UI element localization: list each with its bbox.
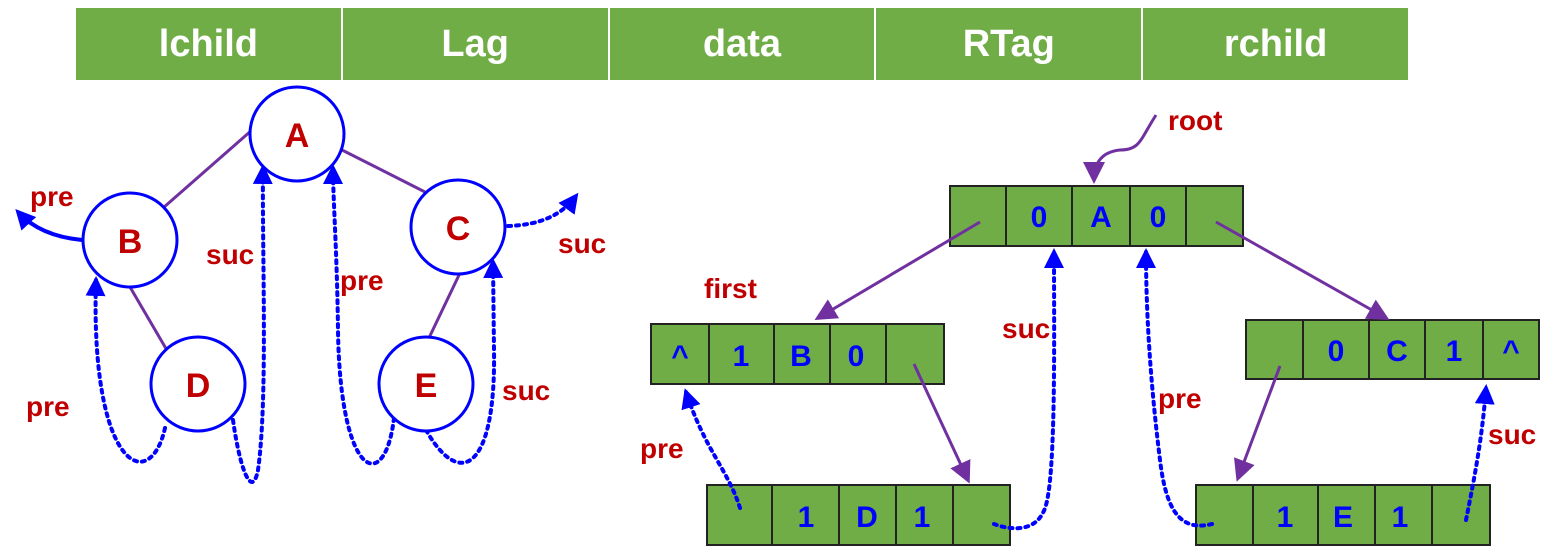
b-pre-thread <box>15 209 83 242</box>
a-rchild-pointer <box>1215 220 1390 320</box>
node-structure-header: lchild Lag data RTag rchild <box>76 8 1408 80</box>
tree-a-pre-label: pre <box>340 265 384 296</box>
node-b-lchild-value: ^ <box>671 340 689 373</box>
node-a-ltag-value: 0 <box>1031 201 1048 234</box>
d-pre-thread-linked <box>681 388 742 510</box>
tree-d-pre-label: pre <box>26 391 70 422</box>
node-a-rtag-value: 0 <box>1150 201 1167 234</box>
node-b-rtag-value: 0 <box>848 340 865 373</box>
linked-node-c: 0 C 1 ^ <box>1245 319 1540 380</box>
tree-a-suc-label: suc <box>206 239 254 270</box>
node-c-rchild-value: ^ <box>1502 335 1520 368</box>
node-a-circle <box>248 85 346 183</box>
node-c-data-value: C <box>1386 335 1408 368</box>
binary-tree: A B C D E pre suc pre pre suc suc <box>15 85 606 484</box>
threaded-storage: root first 0 A 0 ^ 1 B 0 <box>640 105 1540 546</box>
node-c-ltag-value: 0 <box>1328 335 1345 368</box>
edge-a-c <box>341 148 426 194</box>
node-c-data-cell <box>1368 319 1426 380</box>
node-c-rtag-value: 1 <box>1446 335 1463 368</box>
node-e-data-value: E <box>1333 501 1353 534</box>
tree-e-suc-label: suc <box>502 375 550 406</box>
node-b-rchild-cell <box>885 323 945 385</box>
e-pre-thread-linked <box>1136 248 1214 528</box>
tree-c-suc-label: suc <box>558 228 606 259</box>
node-d-rtag-value: 1 <box>914 501 931 534</box>
node-a-data-value: A <box>1090 201 1112 234</box>
node-e-rchild-cell <box>1431 484 1491 546</box>
node-d-rtag-cell <box>895 484 954 546</box>
tree-b-pre-label: pre <box>30 181 74 212</box>
node-a-lchild-cell <box>949 185 1007 247</box>
node-d-lchild-cell <box>706 484 773 546</box>
node-d-rchild-cell <box>952 484 1011 546</box>
linked-c-suc-label: suc <box>1488 419 1536 450</box>
node-b-ltag-value: 1 <box>733 340 750 373</box>
c-suc-thread <box>506 192 579 228</box>
edge-c-e <box>426 272 462 341</box>
node-b-circle <box>81 191 179 289</box>
node-d-data-value: D <box>856 501 878 534</box>
node-e-lchild-cell <box>1195 484 1254 546</box>
header-ltag: Lag <box>342 8 610 80</box>
header-data: data <box>609 8 877 80</box>
b-rchild-pointer <box>912 363 971 484</box>
d-pre-thread <box>85 276 167 464</box>
node-a-rchild-cell <box>1185 185 1244 247</box>
node-e-circle <box>377 335 475 433</box>
node-e-rtag-value: 1 <box>1392 501 1409 534</box>
node-c-ltag-cell <box>1302 319 1370 380</box>
node-b-data-cell <box>773 323 831 385</box>
e-suc-thread-linked <box>1464 384 1495 522</box>
node-b-data-value: B <box>790 340 812 373</box>
linked-a-suc-label: suc <box>1002 313 1050 344</box>
node-c-rchild-cell <box>1482 319 1540 380</box>
header-lchild: lchild <box>76 8 343 80</box>
node-d-ltag-value: 1 <box>798 501 815 534</box>
linked-node-e: 1 E 1 <box>1195 484 1491 546</box>
e-suc-thread <box>424 258 504 465</box>
edge-b-d <box>128 286 170 353</box>
node-b-ltag-cell <box>708 323 775 385</box>
node-e-data-cell <box>1317 484 1376 546</box>
node-e-label: E <box>415 367 438 405</box>
node-c-lchild-cell <box>1245 319 1304 380</box>
node-d-data-cell <box>838 484 897 546</box>
linked-node-a: 0 A 0 <box>949 185 1244 247</box>
node-c-label: C <box>446 210 471 248</box>
a-lchild-pointer <box>814 220 981 321</box>
linked-node-b: ^ 1 B 0 <box>650 323 945 385</box>
node-c-circle <box>409 178 507 276</box>
node-c-rtag-cell <box>1424 319 1484 380</box>
node-b-label: B <box>118 223 143 261</box>
header-rchild: rchild <box>1143 8 1408 80</box>
c-lchild-pointer <box>1234 365 1282 482</box>
e-pre-thread <box>323 164 396 466</box>
node-a-label: A <box>285 117 310 155</box>
node-a-rtag-cell <box>1129 185 1187 247</box>
node-d-label: D <box>186 367 211 405</box>
d-suc-thread <box>231 164 273 484</box>
linked-b-pre-label: pre <box>640 433 684 464</box>
d-suc-thread-linked <box>992 248 1065 531</box>
node-a-ltag-cell <box>1005 185 1073 247</box>
root-label: root <box>1168 105 1222 136</box>
first-label: first <box>704 273 757 304</box>
linked-node-d: 1 D 1 <box>706 484 1011 546</box>
root-pointer <box>1083 114 1158 184</box>
linked-a-pre-label: pre <box>1158 383 1202 414</box>
edge-a-b <box>162 128 253 210</box>
node-e-ltag-value: 1 <box>1277 501 1294 534</box>
node-e-ltag-cell <box>1252 484 1319 546</box>
node-d-circle <box>149 335 247 433</box>
node-d-ltag-cell <box>771 484 840 546</box>
header-rtag: RTag <box>876 8 1144 80</box>
